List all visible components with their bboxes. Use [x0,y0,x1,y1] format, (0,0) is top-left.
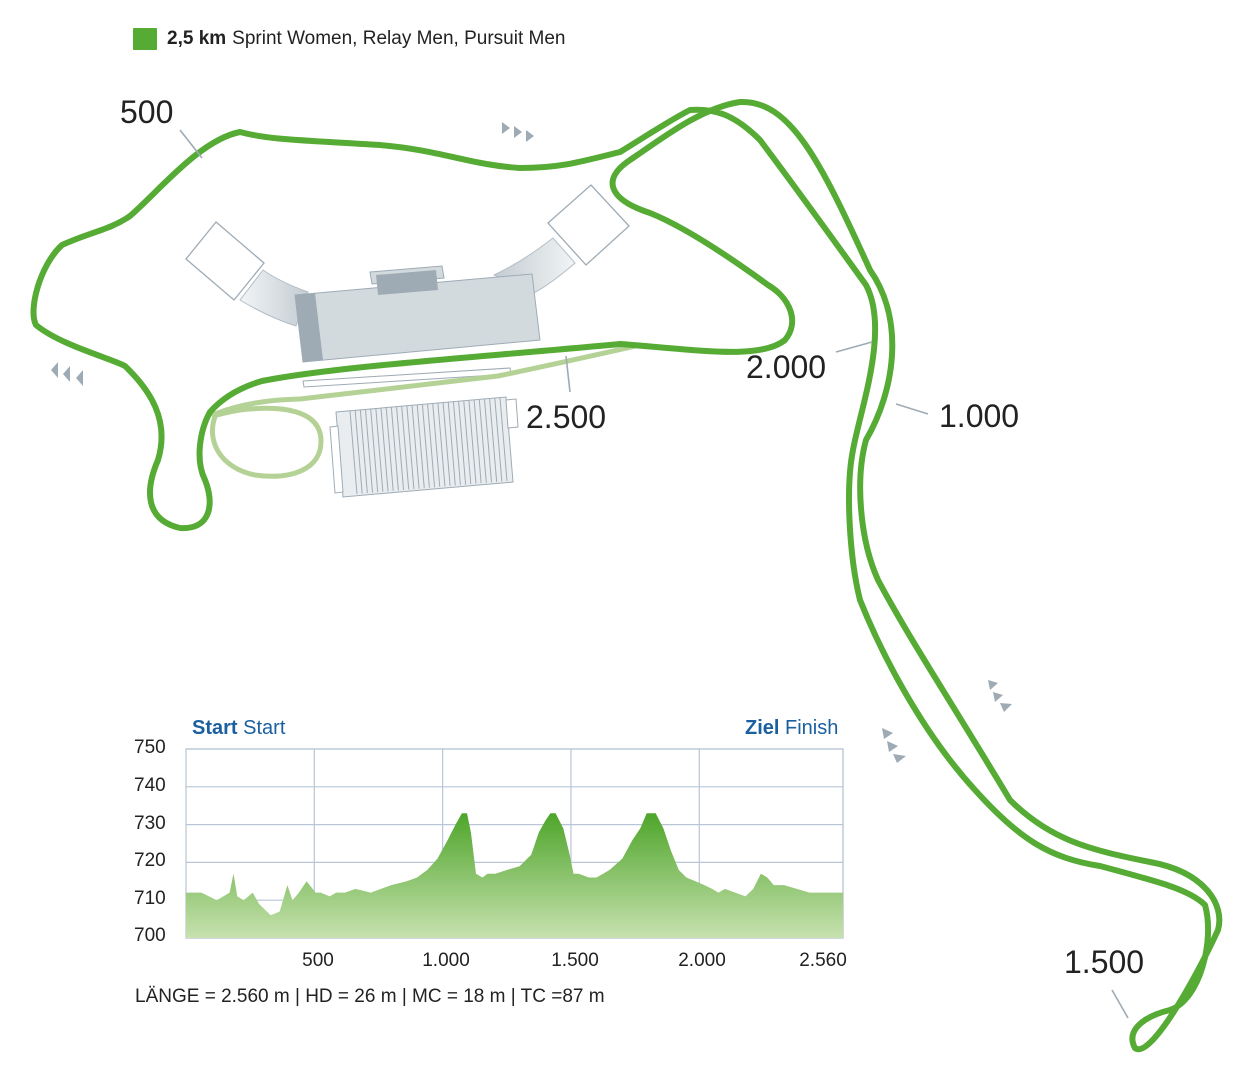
arrow-icon [988,680,998,690]
marker-leaders [179,129,1129,1019]
main-building-side [295,293,323,362]
shooting-lane [349,410,358,495]
y-tick-label: 720 [134,850,166,871]
marker-2500: 2.500 [526,399,607,435]
arrow-icon [526,130,534,142]
main-building-roof-panel [376,270,438,295]
shooting-lane [375,408,384,492]
y-tick-label: 710 [134,888,166,909]
start-label-bold: Start [192,717,238,739]
direction-arrows-right-lower [882,728,906,763]
profile-finish-heading: Ziel Finish [745,717,838,740]
arrow-icon [63,366,70,382]
shooting-lane [359,410,368,494]
shooting-range [329,396,519,498]
legend-distance: 2,5 km [167,28,227,49]
arrow-icon [514,126,522,138]
shooting-lane [494,398,503,482]
shooting-lane [442,402,451,486]
shooting-lane [411,405,420,489]
shooting-range-front [329,425,344,494]
shooting-lane [452,401,461,486]
course-stats: LÄNGE = 2.560 m | HD = 26 m | MC = 18 m … [135,986,605,1007]
arrow-icon [893,754,906,763]
shooting-lane [437,403,446,487]
shooting-lanes [349,397,508,495]
profile-start-heading: Start Start [192,717,285,740]
shooting-lane [421,404,430,488]
left-walkway [239,269,309,327]
x-tick-label: 500 [302,950,334,971]
shooting-lane [427,404,436,488]
start-label: Start [243,717,286,739]
shooting-lane [478,399,487,483]
arrow-icon [76,370,83,386]
arrow-icon [882,728,893,739]
y-tick-label: 730 [134,813,166,834]
shooting-lane [432,403,441,487]
direction-arrows-top [502,122,534,142]
left-pavilion [185,221,265,301]
shooting-lane [370,409,379,493]
y-tick-label: 740 [134,775,166,796]
shooting-lane [489,398,498,482]
finish-label-bold: Ziel [745,717,780,739]
direction-arrows-left [51,362,83,386]
legend-swatch [133,28,157,50]
shooting-lane [483,399,492,483]
shooting-lane [468,400,477,484]
legend-description: Sprint Women, Relay Men, Pursuit Men [232,28,566,49]
profile-area [186,813,843,938]
arrow-icon [1000,703,1012,712]
x-tick-label: 2.560 [799,950,847,971]
leader-500 [179,129,203,159]
arrow-icon [51,362,58,378]
shooting-lane [447,402,456,486]
arrow-icon [502,122,510,134]
shooting-lane [354,410,363,494]
arrow-icon [993,692,1003,702]
shooting-lane [458,401,467,485]
shooting-lane [401,406,410,490]
shooting-lane [365,409,374,493]
shooting-lane [385,407,394,491]
shooting-lane [463,401,472,485]
marker-500: 500 [120,94,174,130]
leader-1500 [1111,989,1129,1019]
right-pavilion [547,184,630,266]
stadium-area [185,184,630,498]
shooting-lane [473,400,482,484]
shooting-lane [380,408,389,492]
finish-label: Finish [785,717,839,739]
marker-1500: 1.500 [1064,944,1145,980]
shooting-lane [416,405,425,489]
elevation-profile [185,748,844,939]
marker-2000: 2.000 [746,349,827,385]
marker-1000: 1.000 [939,398,1020,434]
arrow-icon [887,741,898,752]
leader-2500 [565,355,571,393]
leader-1000 [895,403,929,415]
course-track [30,98,1223,1053]
shooting-range-back [505,398,519,429]
shooting-lane [390,407,399,491]
stadium-loop [209,342,643,479]
x-tick-label: 1.000 [422,950,470,971]
shooting-lane [406,406,415,490]
shooting-lane [499,397,508,482]
shooting-lane [396,406,405,491]
direction-arrows-right-upper [988,680,1012,712]
x-tick-label: 2.000 [678,950,726,971]
x-tick-label: 1.500 [551,950,599,971]
legend: 2,5 km Sprint Women, Relay Men, Pursuit … [133,28,566,50]
leader-2000 [835,341,873,353]
y-tick-label: 750 [134,737,166,758]
y-tick-label: 700 [134,925,166,946]
